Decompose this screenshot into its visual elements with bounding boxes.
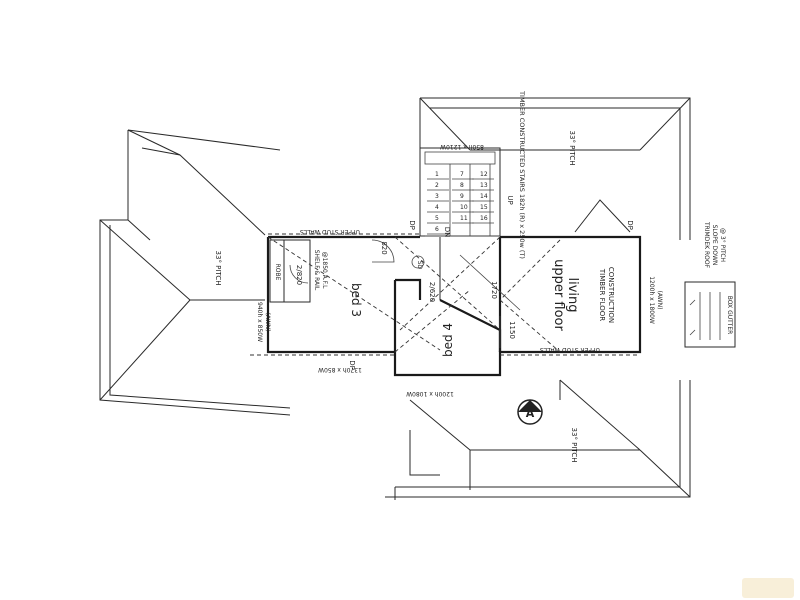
- dim-1150-label: 1150: [508, 321, 516, 339]
- pitch-left-text: 33° PITCH: [214, 251, 222, 286]
- roof-top-right: [419, 97, 691, 240]
- upper-stud-walls-top-label: UPPER STUD WALLS: [300, 228, 360, 235]
- dp-top-text: DP: [408, 220, 416, 230]
- circle-text: SD: [416, 261, 423, 270]
- door-2620-label: 2/620: [428, 282, 436, 302]
- upper-floor-living-label: upper floor living: [551, 259, 580, 331]
- door-820-text: 820: [380, 241, 388, 254]
- upper-stud-walls-bottom-text: UPPER STUD WALLS: [540, 346, 600, 353]
- window-bed3-left-line2: (AWN): [264, 313, 271, 332]
- timber-floor-line1: TIMBER FLOOR: [598, 268, 606, 321]
- robe-label: ROBE: [274, 264, 281, 281]
- dim-1720-label: 1720: [490, 281, 498, 299]
- bed4-text: bed 4: [441, 323, 455, 357]
- upper-stud-walls-bottom-label: UPPER STUD WALLS: [540, 346, 600, 353]
- shelf-rail-line2: @1850 A.F.L: [321, 252, 328, 289]
- roof-hips-dashed: [250, 233, 640, 356]
- stair-riser-number: 1: [435, 171, 439, 178]
- dp-bottom-text: DP: [348, 360, 356, 370]
- stair-riser-number: 11: [460, 215, 468, 222]
- stair-riser-number: 3: [435, 193, 439, 200]
- dp-right-text: DP: [626, 220, 634, 230]
- door-2620-text: 2/620: [428, 282, 436, 302]
- bed3-text: bed 3: [349, 283, 363, 317]
- window-top-text: 850h x 1210W: [440, 143, 484, 150]
- roof-bottom-right: [385, 379, 691, 500]
- timber-floor-line2: CONSTRUCTION: [607, 267, 615, 323]
- pitch-top-right-label: 33° PITCH: [568, 131, 576, 166]
- robe-text: ROBE: [274, 264, 281, 281]
- stair-riser-number: 10: [460, 204, 468, 211]
- stair-riser-number: 4: [435, 204, 439, 211]
- trimdek-line2: SLOPE DOWN: [711, 225, 718, 266]
- stair-riser-number: 6: [435, 226, 439, 233]
- section-marker-a: A: [517, 399, 543, 425]
- living-text: living: [565, 277, 580, 312]
- dim-1150-text: 1150: [508, 321, 516, 339]
- bed4-label: bed 4: [441, 323, 455, 357]
- stair-riser-number: 2: [435, 182, 439, 189]
- bed3-label: bed 3: [349, 283, 363, 317]
- door-2080-text: 2/820: [295, 265, 303, 285]
- pitch-bottom-right-text: 33° PITCH: [570, 428, 578, 463]
- stairs-note-label: TIMBER CONSTRUCTED STAIRS 182h (R) x 250…: [518, 90, 526, 259]
- door-820-label: 820: [380, 241, 388, 254]
- window-living-right-label: 1200h x 1800W (AWN): [648, 276, 663, 324]
- stair-riser-number: 16: [480, 215, 488, 222]
- shelf-rail-line1: SHELF & RAIL: [313, 250, 320, 291]
- stairs-note-text: TIMBER CONSTRUCTED STAIRS 182h (R) x 250…: [518, 90, 526, 259]
- pitch-top-right-text: 33° PITCH: [568, 131, 576, 166]
- trimdek-label: TRIMDEK ROOF SLOPE DOWN @ 3° PITCH: [703, 221, 726, 269]
- window-bed4-bottom-line1: 1200h x 1080W: [406, 390, 454, 397]
- stair-riser-number: 5: [435, 215, 439, 222]
- stair-riser-number: 9: [460, 193, 464, 200]
- upper-stud-walls-top-text: UPPER STUD WALLS: [300, 228, 360, 235]
- window-living-right-line2: (AWN): [656, 291, 663, 310]
- upper-floor-text: upper floor: [551, 259, 566, 331]
- circle-label: SD: [416, 261, 423, 270]
- timber-floor-label: TIMBER FLOOR CONSTRUCTION: [598, 267, 615, 323]
- window-bed3-bottom-label: 1370h x 850W: [318, 366, 362, 373]
- window-bed3-left-line1: 940h x 850W: [256, 302, 263, 342]
- stair-riser-number: 8: [460, 182, 464, 189]
- box-gutter-label: BOX GUTTER: [726, 296, 733, 335]
- stair-riser-number: 13: [480, 182, 488, 189]
- roof-left: [99, 129, 291, 416]
- dp-top-label: DP: [408, 220, 416, 230]
- dim-1720-text: 1720: [490, 281, 498, 299]
- stair-riser-number: 14: [480, 193, 488, 200]
- door-2080-label: 2/820: [295, 265, 303, 285]
- trimdek-line3: @ 3° PITCH: [719, 228, 726, 262]
- watermark-badge: [742, 578, 794, 598]
- dimension-lines: [411, 254, 521, 348]
- pitch-left-label: 33° PITCH: [214, 251, 222, 286]
- pitch-bottom-right-label: 33° PITCH: [570, 428, 578, 463]
- window-bed3-left-label: 940h x 850W (AWN): [256, 302, 271, 342]
- dp-bottom-label: DP: [348, 360, 356, 370]
- stair-riser-number: 12: [480, 171, 488, 178]
- section-marker-label: A: [526, 407, 535, 420]
- window-top-label: 850h x 1210W: [440, 143, 484, 150]
- dn-label: DN: [443, 227, 451, 238]
- window-living-right-line1: 1200h x 1800W: [648, 276, 655, 324]
- box-gutter-text: BOX GUTTER: [726, 296, 733, 335]
- up-label: UP: [506, 195, 514, 204]
- stair-riser-number: 7: [460, 171, 464, 178]
- window-bed4-bottom-label: 1200h x 1080W: [406, 390, 454, 397]
- trimdek-line1: TRIMDEK ROOF: [703, 221, 710, 269]
- window-bed3-bottom-line1: 1370h x 850W: [318, 366, 362, 373]
- dp-right-label: DP: [626, 220, 634, 230]
- dn-text: DN: [443, 227, 451, 238]
- up-text: UP: [506, 195, 514, 204]
- stair-riser-number: 15: [480, 204, 488, 211]
- box-gutter-area: [684, 281, 736, 348]
- shelf-rail-label: SHELF & RAIL @1850 A.F.L: [313, 250, 328, 291]
